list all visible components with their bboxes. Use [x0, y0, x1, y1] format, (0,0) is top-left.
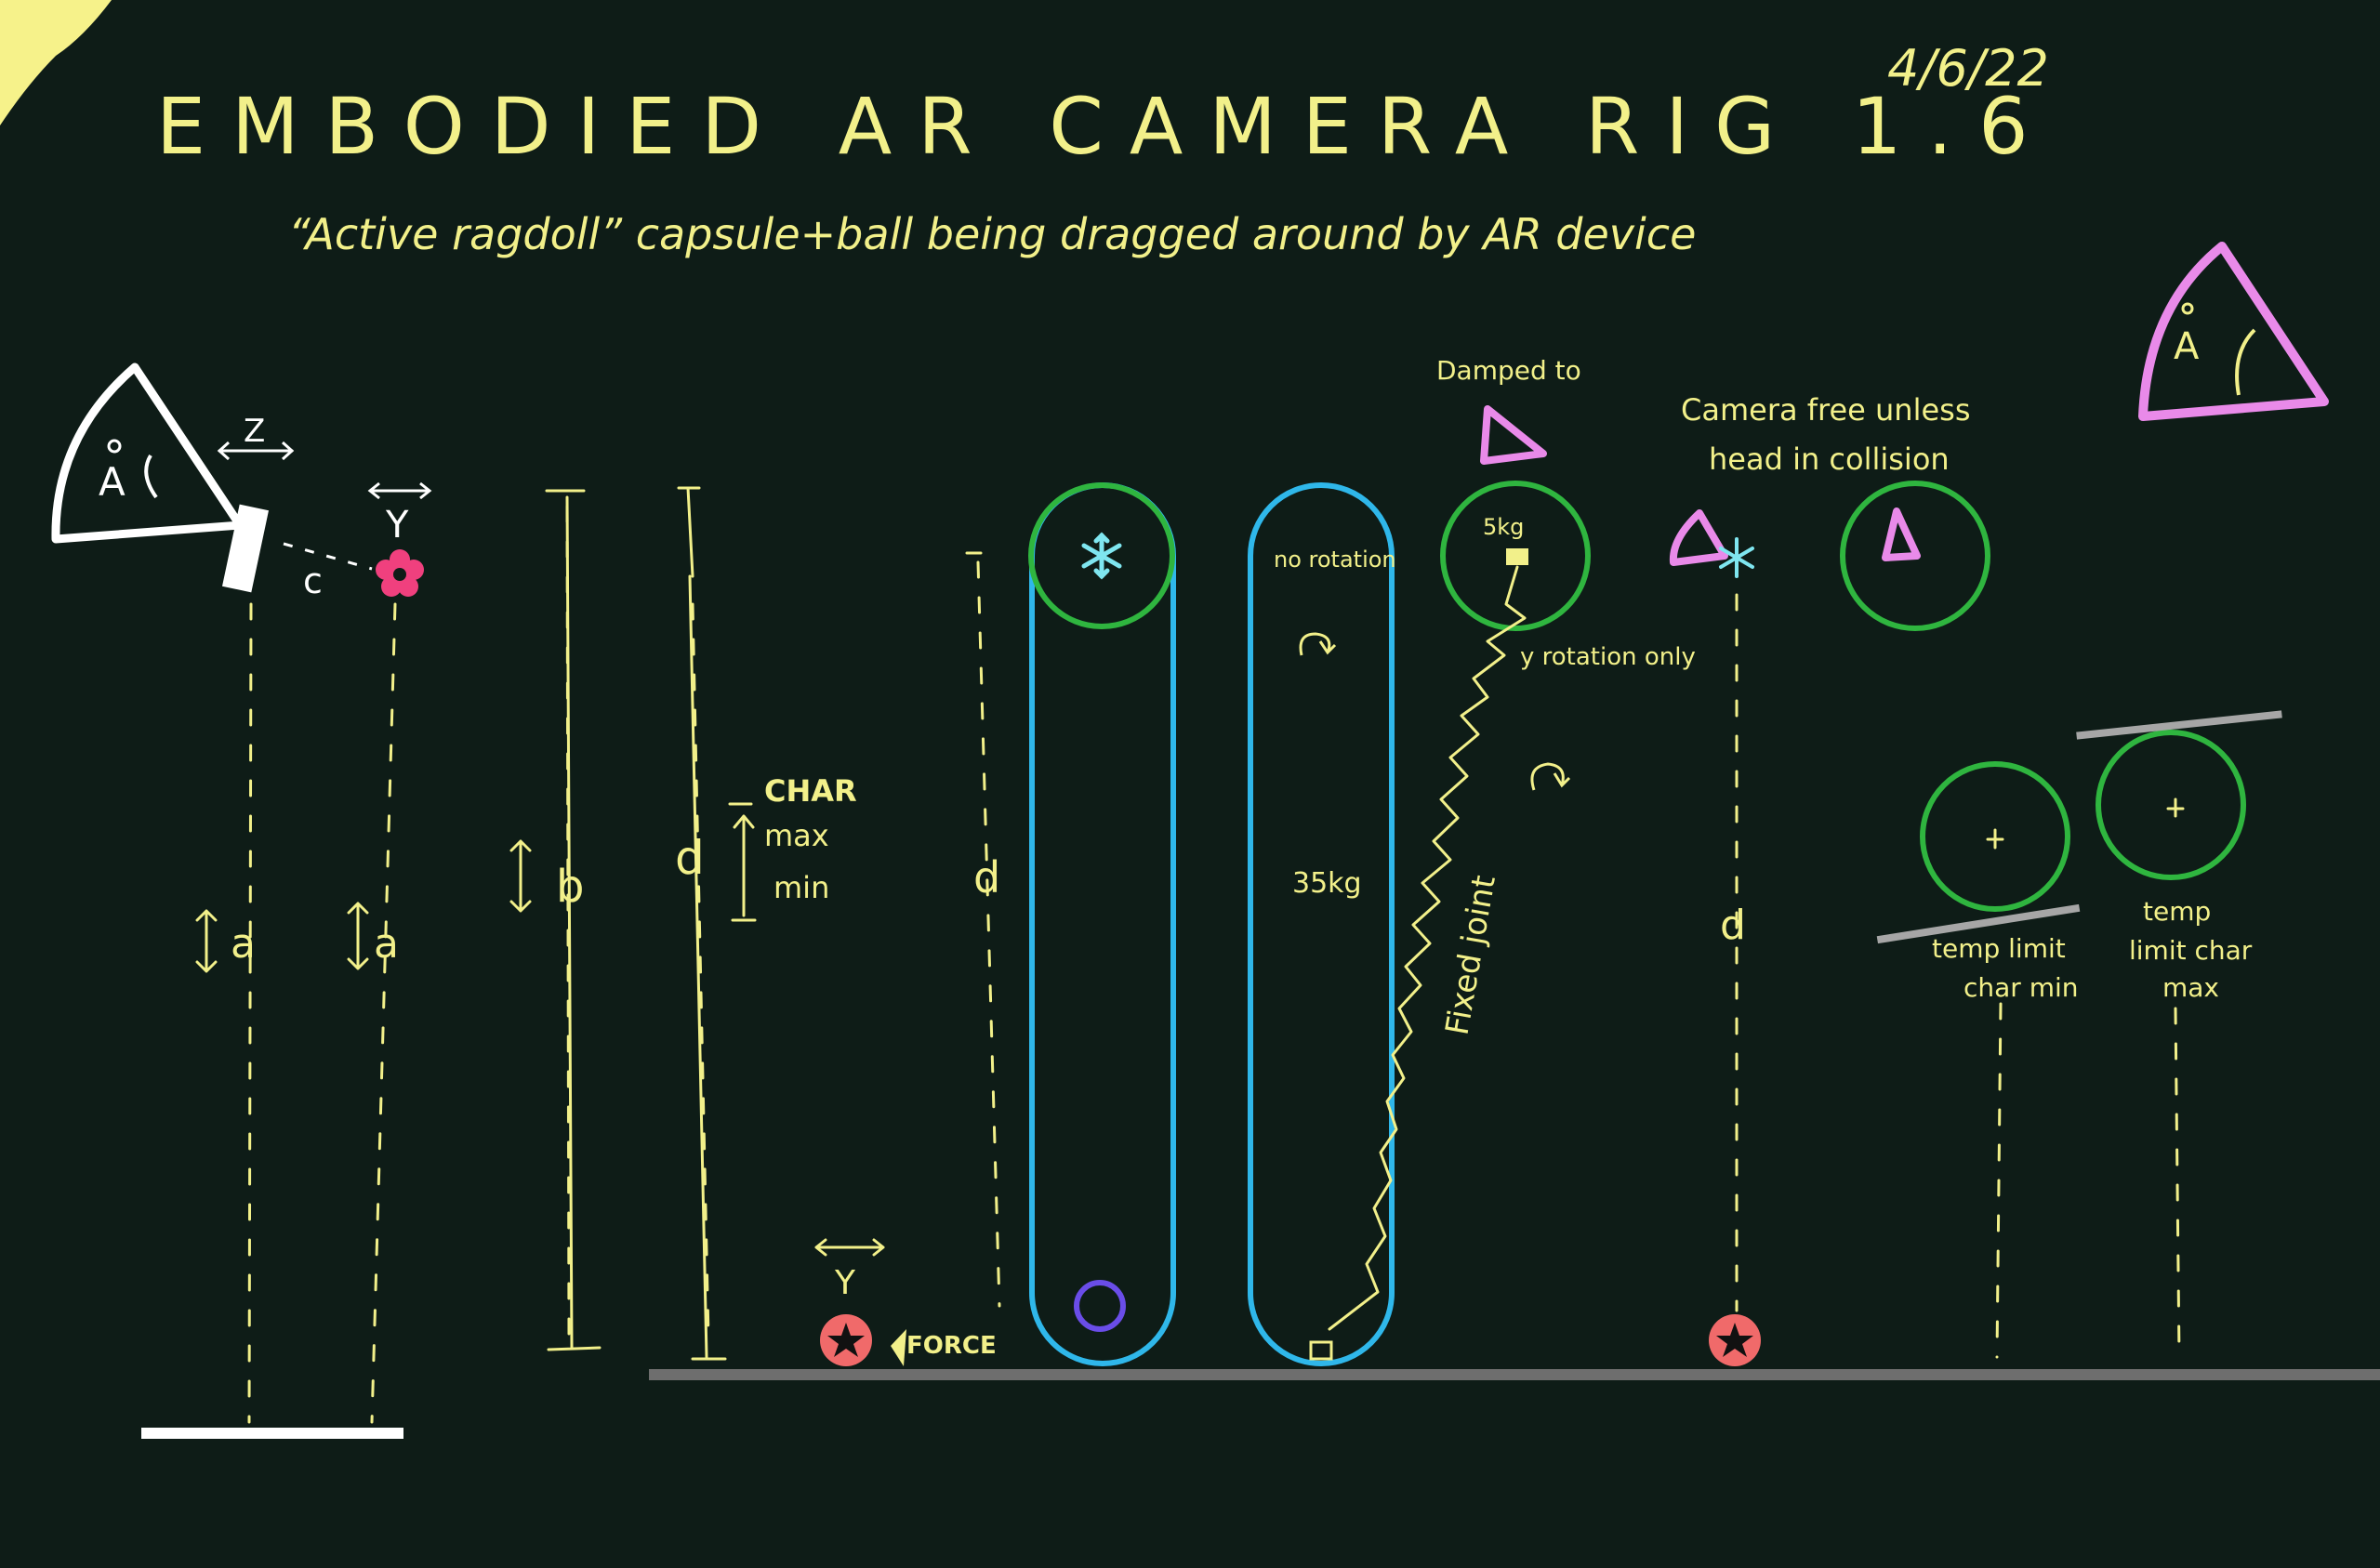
free-cam-note-line2: head in collision — [1709, 441, 1950, 477]
double-arrow-icon — [509, 839, 532, 913]
height-d-bracket — [677, 486, 727, 1361]
height-b-label: a — [374, 920, 399, 968]
ar-device-group: A — [51, 362, 270, 593]
double-arrow-icon — [195, 909, 218, 973]
axis-y-group: Y — [367, 481, 432, 547]
char-range-arrow — [728, 802, 757, 922]
axis-z-group: Z — [217, 413, 295, 461]
capsule-d-label: d — [973, 852, 1000, 903]
free-cam-d-label: d — [1720, 902, 1746, 949]
ball-star-right — [1709, 1314, 1761, 1366]
limit-min-label-2: char min — [1964, 972, 2079, 1003]
free-cam-note-line1: Camera free unless — [1681, 392, 1971, 428]
rotation-icon — [1530, 762, 1571, 791]
force-arrow-icon — [891, 1329, 906, 1366]
limit-max-label-1: temp — [2143, 896, 2211, 927]
fixed-joint-spring — [1328, 565, 1527, 1331]
corner-camera-letter: A — [2174, 325, 2200, 368]
char-min-label: min — [774, 870, 829, 905]
limit-max-drop-line — [2174, 1007, 2181, 1359]
height-b-line — [370, 602, 397, 1424]
axis-y-label: Y — [385, 504, 409, 547]
camera-arc — [144, 454, 158, 499]
double-arrow-icon — [814, 1238, 885, 1257]
head-mass-label: 5kg — [1483, 514, 1524, 540]
force-label: FORCE — [906, 1332, 997, 1360]
char-max-label: max — [764, 818, 829, 853]
height-d-line — [691, 602, 710, 1340]
height-b2-label: b — [556, 861, 584, 913]
center-cross — [2166, 797, 2185, 818]
rotation-icon — [1299, 632, 1337, 656]
camera-lens-dot — [107, 439, 122, 454]
head-collider-4 — [1840, 481, 1990, 631]
camera-icon — [1882, 507, 1921, 561]
no-rotation-label: no rotation — [1274, 547, 1396, 573]
height-a-line — [247, 602, 253, 1424]
sticky-note-corner — [0, 0, 112, 125]
camera-arc — [2235, 328, 2256, 396]
axis-z-label: Z — [244, 413, 265, 450]
double-arrow-heads — [367, 481, 432, 500]
limit-max-plane — [2076, 710, 2282, 740]
device-ground-line — [141, 1428, 403, 1439]
limit-max-label-2: limit char — [2129, 935, 2253, 966]
page-title: EMBODIED AR CAMERA RIG 1.6 — [156, 81, 2055, 172]
date-label: 4/6/22 — [1887, 39, 2049, 98]
fixed-joint-label: Fixed joint — [1438, 873, 1503, 1038]
capsule-mass-label: 35kg — [1292, 867, 1362, 900]
limit-min-label-1: temp limit — [1932, 933, 2066, 964]
flower-icon — [376, 549, 424, 597]
camera-icon — [2138, 242, 2329, 421]
limit-min-collider — [1920, 761, 2070, 912]
capsule-body-2 — [1248, 482, 1395, 1366]
anchor-box-icon — [1309, 1340, 1333, 1361]
snowflake-icon — [1719, 537, 1754, 578]
camera-lens-dot — [2181, 302, 2194, 315]
page-subtitle: “Active ragdoll” capsule+ball being drag… — [288, 209, 1696, 259]
camera-icon — [51, 362, 245, 544]
camera-icon — [1669, 509, 1728, 566]
limit-max-collider — [2096, 730, 2246, 880]
camera-icon-letter: A — [99, 459, 126, 505]
force-axis-y-label: Y — [834, 1264, 856, 1302]
limit-max-label-3: max — [2162, 972, 2219, 1003]
ball-star-left — [820, 1314, 872, 1366]
floor-line — [649, 1369, 2380, 1380]
camera-icon — [1480, 405, 1547, 465]
star-icon — [827, 1323, 865, 1357]
damped-label: Damped to — [1436, 355, 1581, 386]
joint-ring — [1074, 1280, 1126, 1332]
snowflake-icon — [1081, 532, 1122, 580]
height-a-label: a — [231, 920, 256, 968]
char-label: CHAR — [764, 773, 857, 809]
y-rotation-label: y rotation only — [1520, 643, 1696, 671]
head-collider-1 — [1028, 482, 1175, 629]
height-d-label: d — [675, 831, 705, 885]
head-collider-3 — [1440, 481, 1591, 631]
star-icon — [1716, 1323, 1753, 1357]
limit-min-drop-line — [1995, 1002, 2003, 1359]
capsule-body-1 — [1029, 482, 1176, 1366]
double-arrow-heads — [217, 441, 295, 461]
capsule-d-line — [976, 560, 1001, 1308]
weight-box-icon — [1506, 548, 1528, 565]
center-cross — [1986, 828, 2004, 850]
limit-min-plane — [1876, 903, 2081, 944]
offset-c-line — [283, 542, 373, 571]
ar-device-body — [221, 504, 270, 593]
double-arrow-icon — [347, 902, 369, 970]
height-b2-bracket — [545, 489, 602, 1351]
offset-c-label: c — [303, 560, 323, 601]
